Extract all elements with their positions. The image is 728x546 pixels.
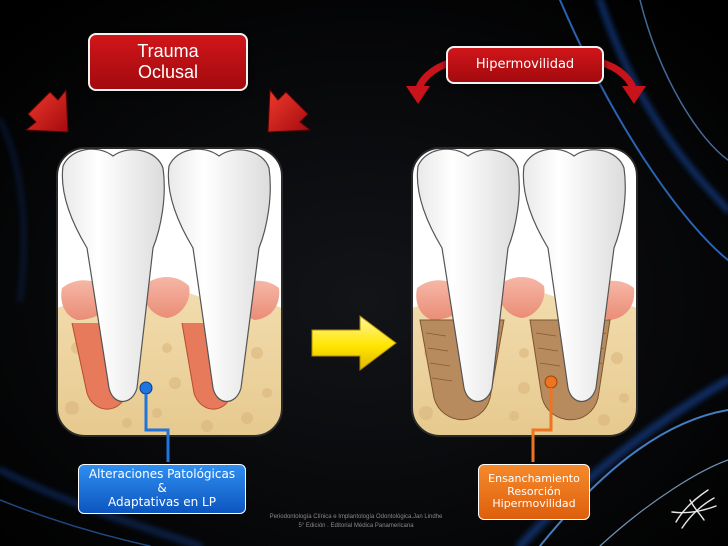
trauma-label-line-1: Trauma [137,41,199,62]
tooth-panel-right [411,147,638,437]
pointer-left [139,381,170,462]
pointer-right [531,375,558,462]
alteraciones-label-line-2: Adaptativas en LP [108,494,216,509]
tooth-right-2 [522,148,626,403]
tooth-left-2 [167,148,271,403]
gingiva-left-2 [142,277,190,318]
ensanchamiento-label-line-3: Hipermovilidad [492,497,576,511]
tooth-left-1 [61,148,165,403]
ensanchamiento-label-line-1: Ensanchamiento [488,472,580,486]
trauma-label-line-2: Oclusal [137,62,199,82]
credit-line-2: 5° Edición . Editorial Médica Panamerica… [298,522,414,529]
ensanchamiento-label: Ensanchamiento Resorción Hipermovilidad [478,464,590,520]
hipermovilidad-label: Hipermovilidad [446,46,604,84]
signature-icon [671,489,717,529]
credit-line-1: Periodontología Clínica e Implantología … [269,514,443,520]
red-arrow-icon [267,88,312,133]
tooth-right-1 [416,148,520,403]
hipermovilidad-label-text: Hipermovilidad [475,56,575,72]
trauma-oclusal-label: Trauma Oclusal [88,33,248,91]
yellow-arrow-icon [311,315,397,371]
ensanchamiento-label-line-2: Resorción [507,484,561,498]
source-credit: Periodontología Clínica e Implantología … [246,513,466,530]
alteraciones-label: Alteraciones Patológicas & Adaptativas e… [78,464,246,514]
alteraciones-label-line-1: Alteraciones Patológicas & [88,467,236,496]
tooth-panel-left [56,147,283,437]
red-arrow-icon [24,88,69,133]
